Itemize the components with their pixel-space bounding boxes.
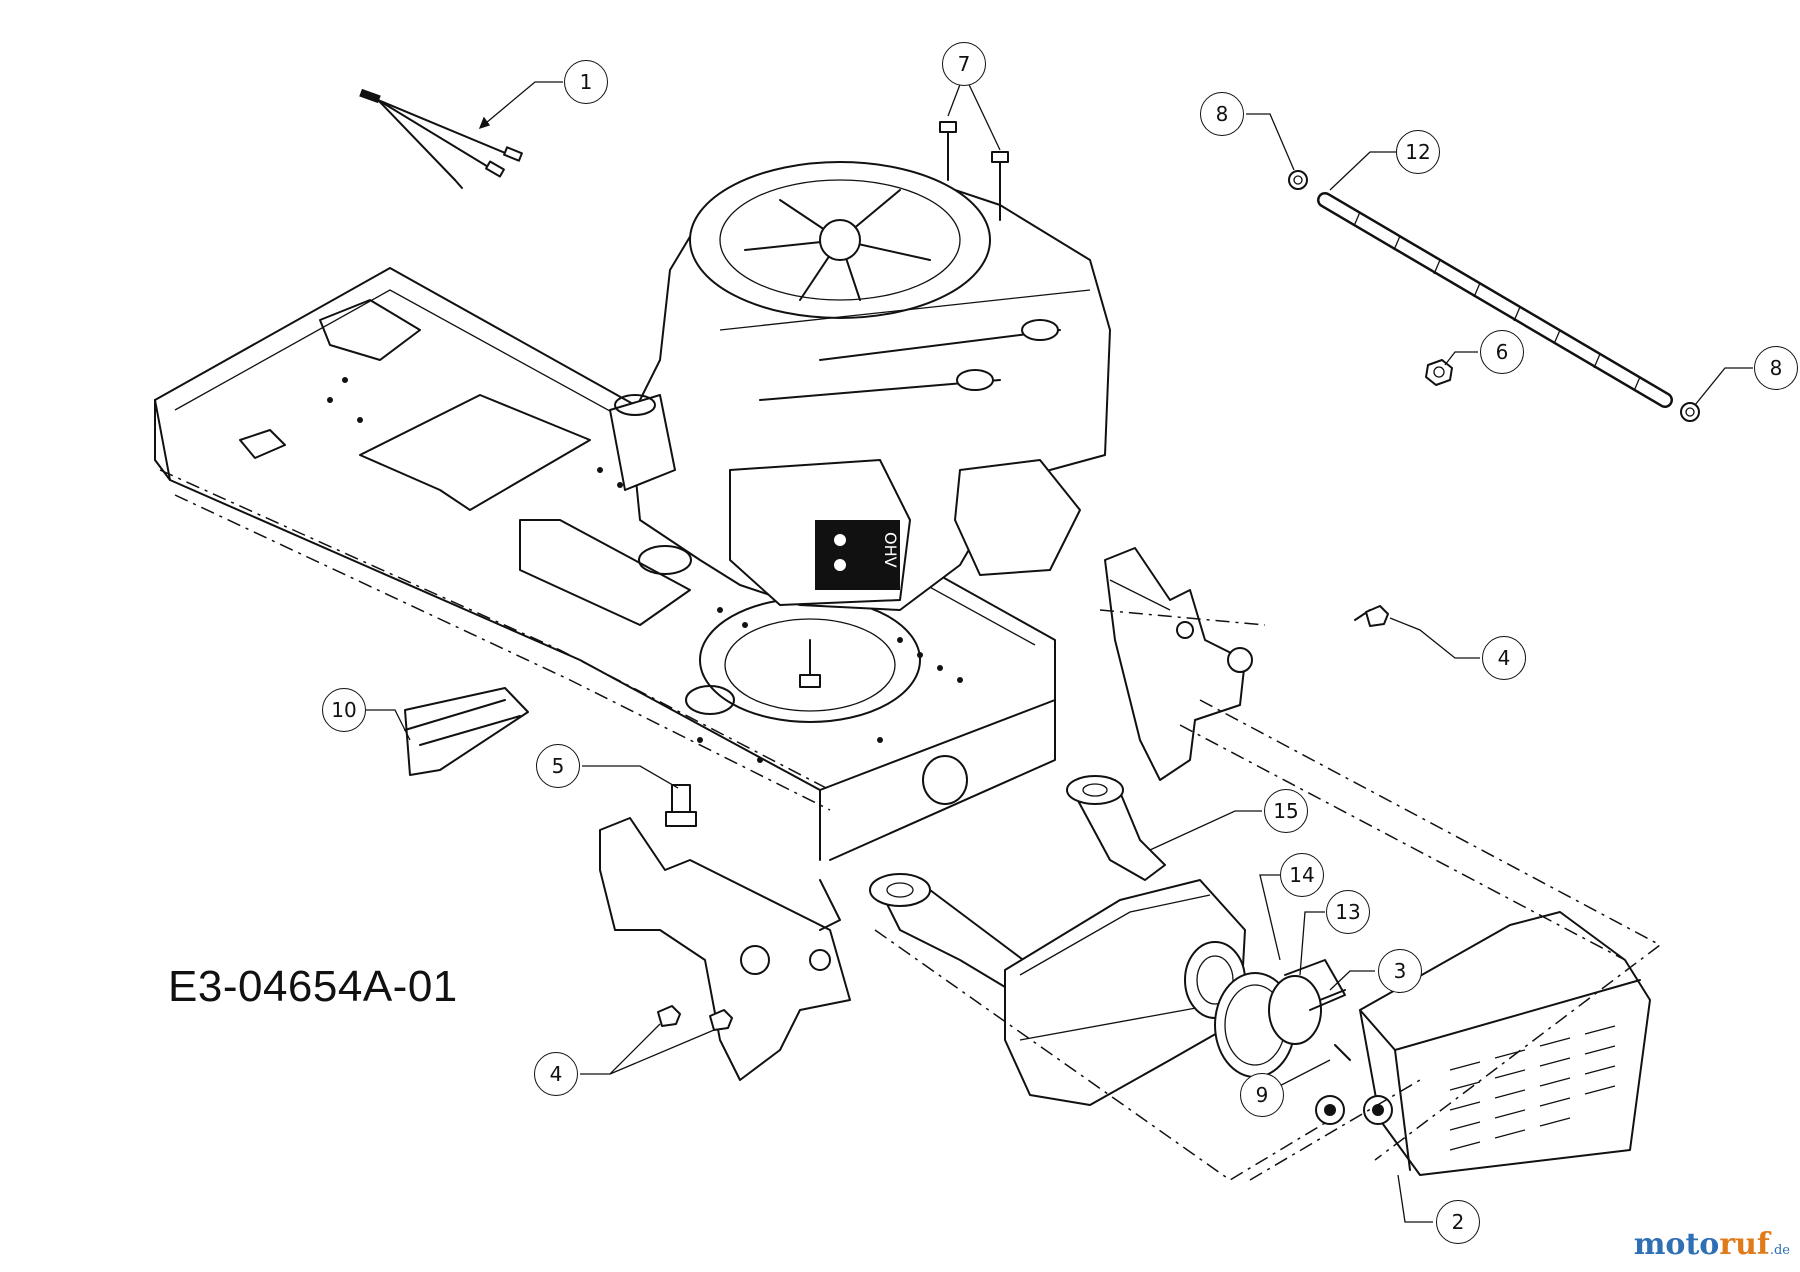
callout-9: 9 <box>1240 1073 1284 1117</box>
assembly-lines <box>874 609 1662 1181</box>
watermark-logo: motoruf.de <box>1634 1227 1790 1262</box>
heat-shield-bracket <box>404 687 529 776</box>
callout-1: 1 <box>564 60 608 104</box>
chassis-frame <box>154 267 1056 861</box>
callout-12: 12 <box>1396 130 1440 174</box>
callout-10: 10 <box>322 688 366 732</box>
watermark-part1: moto <box>1633 1227 1720 1262</box>
callout-14: 14 <box>1280 853 1324 897</box>
muffler-heat-shield <box>1315 911 1651 1176</box>
nut <box>1425 359 1453 386</box>
callout-13: 13 <box>1326 890 1370 934</box>
callout-15: 15 <box>1264 789 1308 833</box>
engine: OHV <box>609 161 1111 688</box>
callout-4: 4 <box>1482 636 1526 680</box>
stud-bolts <box>939 121 1009 221</box>
engine-badge: OHV <box>881 532 900 568</box>
watermark-part2: ruf <box>1719 1227 1770 1262</box>
callout-2: 2 <box>1436 1200 1480 1244</box>
muffler <box>869 775 1351 1106</box>
callout-4: 4 <box>534 1052 578 1096</box>
watermark-part3: .de <box>1769 1243 1790 1258</box>
bolt <box>665 784 697 827</box>
callout-7: 7 <box>942 42 986 86</box>
muffler-mount-bracket-right <box>1104 547 1389 781</box>
wiring-harness <box>359 88 523 189</box>
callout-5: 5 <box>536 744 580 788</box>
hose-clamps <box>1288 170 1700 422</box>
muffler-mount-bracket-left <box>599 817 851 1081</box>
leader-lines <box>360 73 1753 1223</box>
fuel-line <box>1317 192 1673 408</box>
callout-8: 8 <box>1754 346 1798 390</box>
callout-8: 8 <box>1200 92 1244 136</box>
callout-6: 6 <box>1480 330 1524 374</box>
callout-3: 3 <box>1378 949 1422 993</box>
drawing-code: E3-04654A-01 <box>168 962 458 1011</box>
